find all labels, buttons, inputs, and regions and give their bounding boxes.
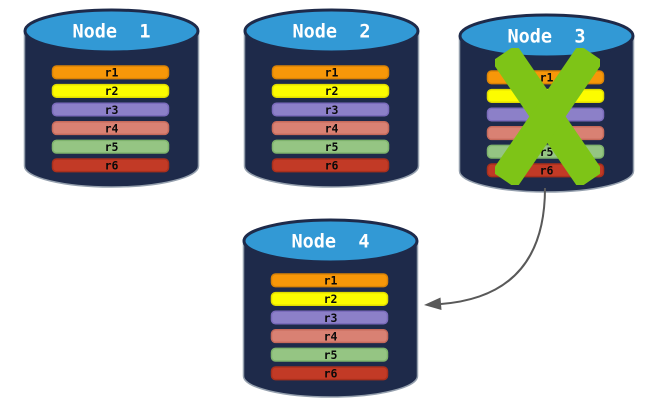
- replica-bar-fill: [270, 273, 389, 288]
- replica-bar-fill: [51, 83, 170, 98]
- database-cylinder: Node 2 r1 r2 r3 r4 r5: [243, 8, 420, 188]
- database-cylinder: Node 4 r1 r2 r3 r4 r5: [242, 218, 419, 398]
- replica-bar-r1: r1: [270, 273, 389, 288]
- replica-bar-r3: r3: [51, 102, 170, 117]
- replica-bar-fill: [270, 291, 389, 306]
- replica-bar-r5: r5: [51, 139, 170, 154]
- replica-bar-r6: r6: [270, 366, 389, 381]
- replica-bar-label: r3: [325, 103, 339, 117]
- database-cylinder: Node 1 r1 r2 r3 r4 r5: [23, 8, 200, 188]
- cylinder-top: [23, 8, 200, 54]
- replica-bar-r3: r3: [270, 310, 389, 325]
- replica-bar-fill: [270, 366, 389, 381]
- node-3: Node 3 r1 r2 r3 r4 r5: [458, 13, 635, 193]
- replica-bar-fill: [51, 121, 170, 136]
- replica-bar-label: r4: [105, 121, 119, 135]
- replica-bar-label: r5: [324, 348, 338, 362]
- replica-bar-label: r2: [325, 84, 339, 98]
- replica-bar-fill: [51, 158, 170, 173]
- replica-bar-fill: [270, 329, 389, 344]
- replica-bar-label: r6: [105, 159, 119, 173]
- replica-bar-label: r2: [324, 292, 338, 306]
- replica-bar-r5: r5: [270, 347, 389, 362]
- replica-bar-fill: [270, 310, 389, 325]
- node-label: Node 3: [508, 27, 586, 48]
- replica-bar-label: r1: [540, 71, 554, 85]
- failover-arrow-line: [440, 187, 546, 305]
- replica-bar-label: r6: [540, 164, 554, 178]
- replica-bar-label: r1: [105, 66, 119, 80]
- replica-bar-label: r1: [325, 66, 339, 80]
- replica-bar-fill: [271, 102, 390, 117]
- replica-bar-fill: [271, 158, 390, 173]
- replica-bar-label: r6: [324, 367, 338, 381]
- node-label: Node 1: [73, 22, 151, 43]
- node-label: Node 2: [293, 22, 371, 43]
- replica-bar-fill: [271, 121, 390, 136]
- replica-bar-r5: r5: [271, 139, 390, 154]
- replica-bar-label: r4: [324, 329, 338, 343]
- replica-bar-label: r3: [105, 103, 119, 117]
- node-4: Node 4 r1 r2 r3 r4 r5: [242, 218, 419, 398]
- replica-bar-r6: r6: [51, 158, 170, 173]
- replica-bar-label: r2: [105, 84, 119, 98]
- replica-bar-fill: [51, 139, 170, 154]
- replica-bar-r2: r2: [271, 83, 390, 98]
- replica-bar-r1: r1: [51, 65, 170, 80]
- replica-bar-label: r6: [325, 159, 339, 173]
- replica-bar-r3: r3: [271, 102, 390, 117]
- replica-bar-label: r3: [324, 311, 338, 325]
- replica-bar-r2: r2: [270, 291, 389, 306]
- cylinder-top: [458, 13, 635, 59]
- replica-bar-fill: [270, 347, 389, 362]
- replica-bar-fill: [271, 65, 390, 80]
- replica-bar-fill: [51, 65, 170, 80]
- replica-bar-fill: [271, 83, 390, 98]
- cylinder-top: [242, 218, 419, 264]
- replica-bar-r4: r4: [271, 121, 390, 136]
- failover-arrowhead: [424, 297, 442, 310]
- node-2: Node 2 r1 r2 r3 r4 r5: [243, 8, 420, 188]
- replica-bar-r4: r4: [270, 329, 389, 344]
- replica-bar-label: r1: [324, 274, 338, 288]
- replica-bar-label: r4: [325, 121, 339, 135]
- replica-bar-fill: [51, 102, 170, 117]
- replica-bar-r4: r4: [51, 121, 170, 136]
- node-label: Node 4: [292, 232, 370, 253]
- replica-bar-r2: r2: [51, 83, 170, 98]
- replica-bar-fill: [271, 139, 390, 154]
- failure-x-icon: [495, 48, 600, 185]
- replica-bar-label: r5: [105, 140, 119, 154]
- replica-bar-r1: r1: [271, 65, 390, 80]
- cylinder-top: [243, 8, 420, 54]
- replica-bar-r6: r6: [271, 158, 390, 173]
- replica-bar-label: r5: [325, 140, 339, 154]
- node-1: Node 1 r1 r2 r3 r4 r5: [23, 8, 200, 188]
